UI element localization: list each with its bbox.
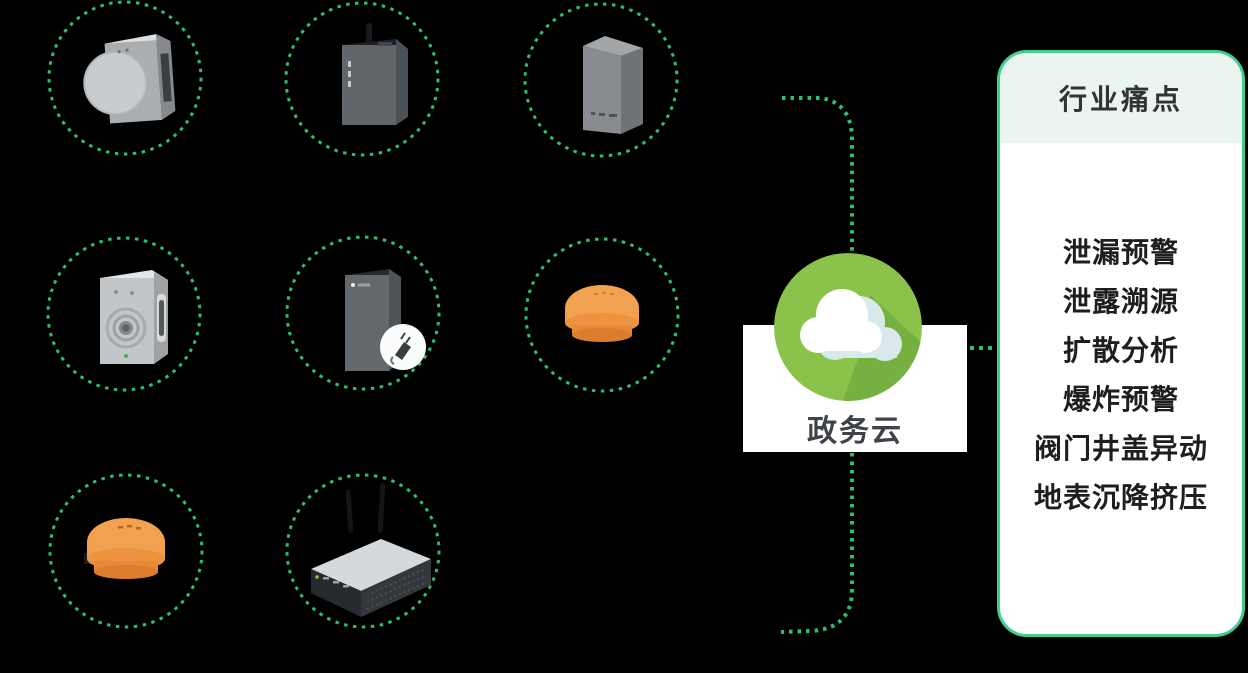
bracket-bottom-connector: [780, 453, 854, 634]
pillar-sensor-icon: [583, 36, 643, 134]
pain-point-item: 泄露溯源: [1062, 286, 1179, 317]
antenna-box-sensor-icon: [342, 23, 408, 125]
device-gateway-router: [283, 471, 443, 631]
cloud-icon: [774, 253, 922, 401]
orange-puck-sensor-icon: [565, 285, 639, 342]
pain-point-item: 阀门井盖异动: [1033, 433, 1208, 464]
tower-sensor-with-plug-icon: [345, 269, 426, 371]
device-knob-sensor: [45, 0, 205, 158]
bracket-top-connector: [782, 96, 854, 251]
cloud-label: 政务云: [807, 415, 903, 448]
pain-point-item: 地表沉降挤压: [1033, 482, 1208, 513]
device-pillar-sensor: [521, 0, 681, 160]
panel-title: 行业痛点: [1058, 84, 1183, 115]
pain-point-item: 爆炸预警: [1062, 384, 1179, 415]
dotted-ring: [46, 236, 202, 392]
government-cloud-node: [774, 253, 922, 401]
speaker-sensor-icon: [100, 270, 168, 364]
pain-point-item: 泄漏预警: [1062, 237, 1179, 268]
device-antenna-box-sensor: [282, 0, 442, 159]
device-speaker-sensor: [44, 234, 204, 394]
knob-sensor-icon: [83, 34, 176, 124]
orange-puck-sensor-with-connector-icon: [84, 518, 165, 579]
device-tower-sensor-with-plug: [283, 233, 443, 393]
dotted-ring: [284, 1, 440, 157]
device-orange-puck-sensor-2: [46, 471, 206, 631]
dotted-ring: [47, 0, 203, 156]
pain-points-panel: 行业痛点 泄漏预警 泄露溯源 扩散分析 爆炸预警 阀门井盖异动 地表沉降挤压: [997, 50, 1245, 637]
dotted-ring: [285, 235, 441, 391]
device-orange-puck-sensor: [522, 235, 682, 395]
pain-points-list: 泄漏预警 泄露溯源 扩散分析 爆炸预警 阀门井盖异动 地表沉降挤压: [1000, 143, 1242, 522]
dotted-ring: [524, 237, 680, 393]
pain-point-item: 扩散分析: [1062, 335, 1179, 366]
gateway-router-icon: [311, 483, 431, 617]
dotted-ring: [48, 473, 204, 629]
panel-header: 行业痛点: [1000, 53, 1242, 143]
dotted-ring: [285, 473, 441, 629]
dotted-ring: [523, 2, 679, 158]
